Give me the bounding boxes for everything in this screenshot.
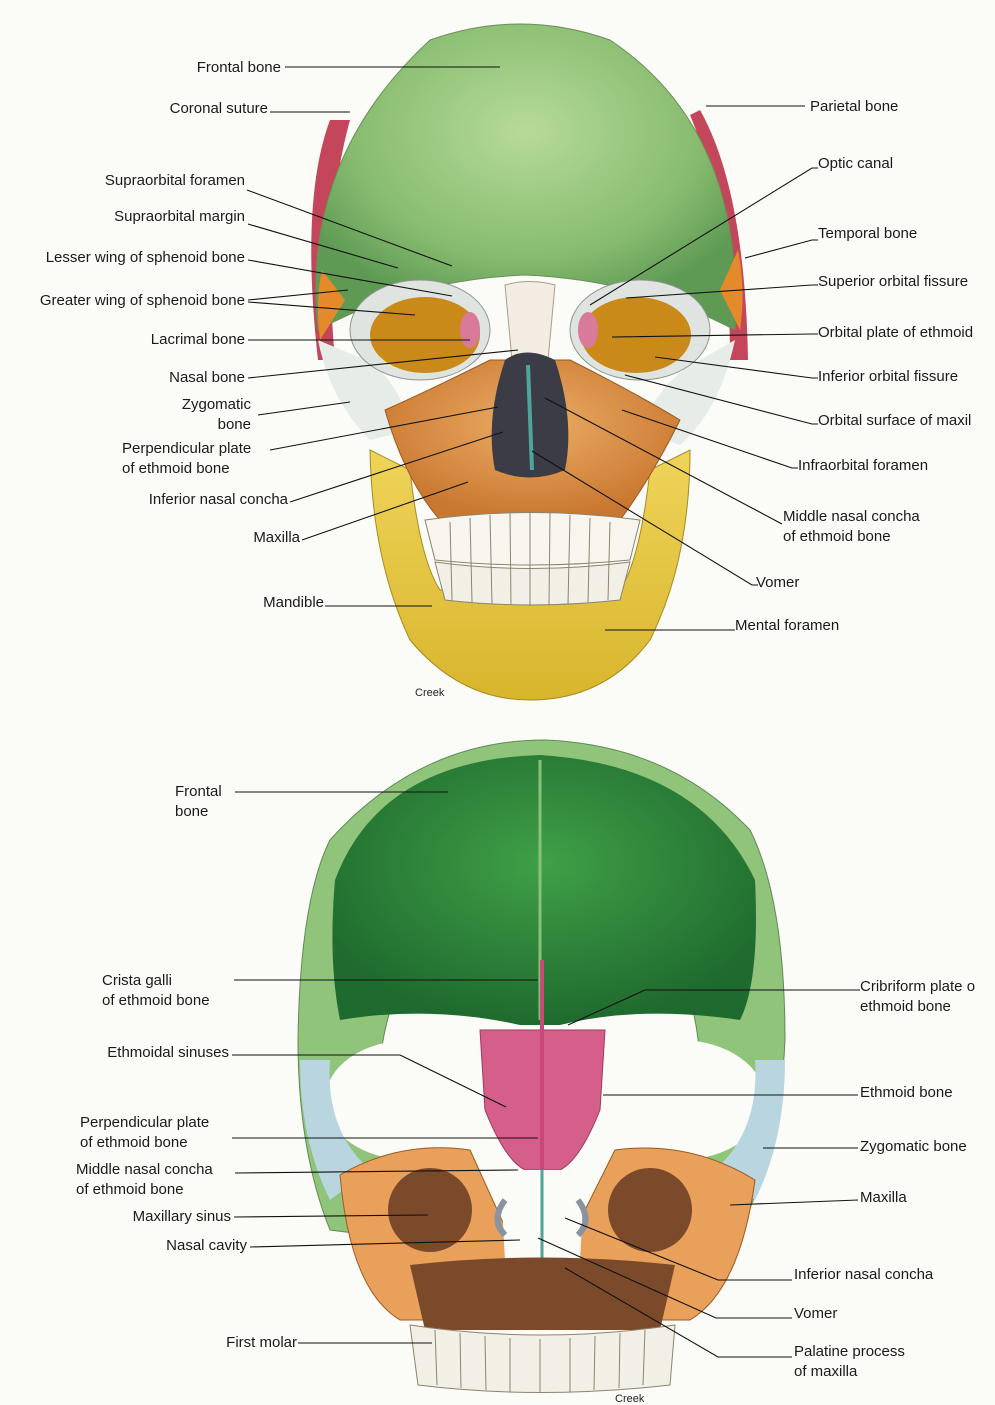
nasal-bone-shape	[505, 282, 555, 361]
label-supraorbital-foramen: Supraorbital foramen	[105, 171, 245, 191]
label-maxillary-sinus: Maxillary sinus	[133, 1207, 231, 1227]
label-ethmoidal-sinuses: Ethmoidal sinuses	[107, 1043, 229, 1063]
label-nasal-cavity: Nasal cavity	[166, 1236, 247, 1256]
label-inferior-nasal-concha-top: Inferior nasal concha	[149, 490, 288, 510]
label-cribriform-plate: Cribriform plate o ethmoid bone	[860, 977, 975, 1017]
label-lacrimal-bone: Lacrimal bone	[151, 330, 245, 350]
label-supraorbital-margin: Supraorbital margin	[114, 207, 245, 227]
label-inferior-nasal-concha-section: Inferior nasal concha	[794, 1265, 933, 1285]
lower-teeth	[435, 562, 630, 605]
upper-teeth	[425, 513, 640, 566]
label-first-molar: First molar	[226, 1333, 297, 1353]
label-infraorbital-foramen: Infraorbital foramen	[798, 456, 928, 476]
label-frontal-bone: Frontal bone	[197, 58, 281, 78]
label-greater-wing: Greater wing of sphenoid bone	[40, 291, 245, 311]
maxillary-sinus-left	[388, 1168, 472, 1252]
label-middle-nasal-concha-section: Middle nasal concha of ethmoid bone	[76, 1160, 213, 1200]
label-superior-orbital-fissure: Superior orbital fissure	[818, 272, 968, 292]
label-palatine-process: Palatine process of maxilla	[794, 1342, 905, 1382]
label-ethmoid-bone: Ethmoid bone	[860, 1083, 953, 1103]
label-inferior-orbital-fissure: Inferior orbital fissure	[818, 367, 958, 387]
coronal-section-view	[298, 740, 785, 1393]
label-middle-nasal-concha-top: Middle nasal concha of ethmoid bone	[783, 507, 920, 547]
label-zygomatic-bone: Zygomatic bone	[182, 395, 251, 435]
label-coronal-suture: Coronal suture	[170, 99, 268, 119]
illustrator-credit-top: Creek	[415, 687, 444, 699]
label-frontal-bone-section: Frontal bone	[175, 782, 222, 822]
label-mental-foramen: Mental foramen	[735, 616, 839, 636]
label-nasal-bone: Nasal bone	[169, 368, 245, 388]
label-perpendicular-plate-section: Perpendicular plate of ethmoid bone	[80, 1113, 209, 1153]
label-perpendicular-plate-top: Perpendicular plate of ethmoid bone	[122, 439, 251, 479]
label-lesser-wing: Lesser wing of sphenoid bone	[46, 248, 245, 268]
label-temporal-bone: Temporal bone	[818, 224, 917, 244]
label-orbital-plate-ethmoid: Orbital plate of ethmoid	[818, 323, 973, 343]
upper-teeth-section	[410, 1325, 675, 1393]
illustrator-credit-bottom: Creek	[615, 1393, 644, 1405]
anterior-skull-view	[311, 24, 748, 700]
label-orbital-surface-maxilla: Orbital surface of maxil	[818, 411, 971, 431]
label-optic-canal: Optic canal	[818, 154, 893, 174]
label-parietal-bone: Parietal bone	[810, 97, 898, 117]
label-maxilla-top: Maxilla	[253, 528, 300, 548]
label-zygomatic-bone-section: Zygomatic bone	[860, 1137, 967, 1157]
label-vomer-top: Vomer	[756, 573, 799, 593]
label-mandible: Mandible	[263, 593, 324, 613]
label-crista-galli: Crista galli of ethmoid bone	[102, 971, 210, 1011]
label-vomer-section: Vomer	[794, 1304, 837, 1324]
label-maxilla-section: Maxilla	[860, 1188, 907, 1208]
